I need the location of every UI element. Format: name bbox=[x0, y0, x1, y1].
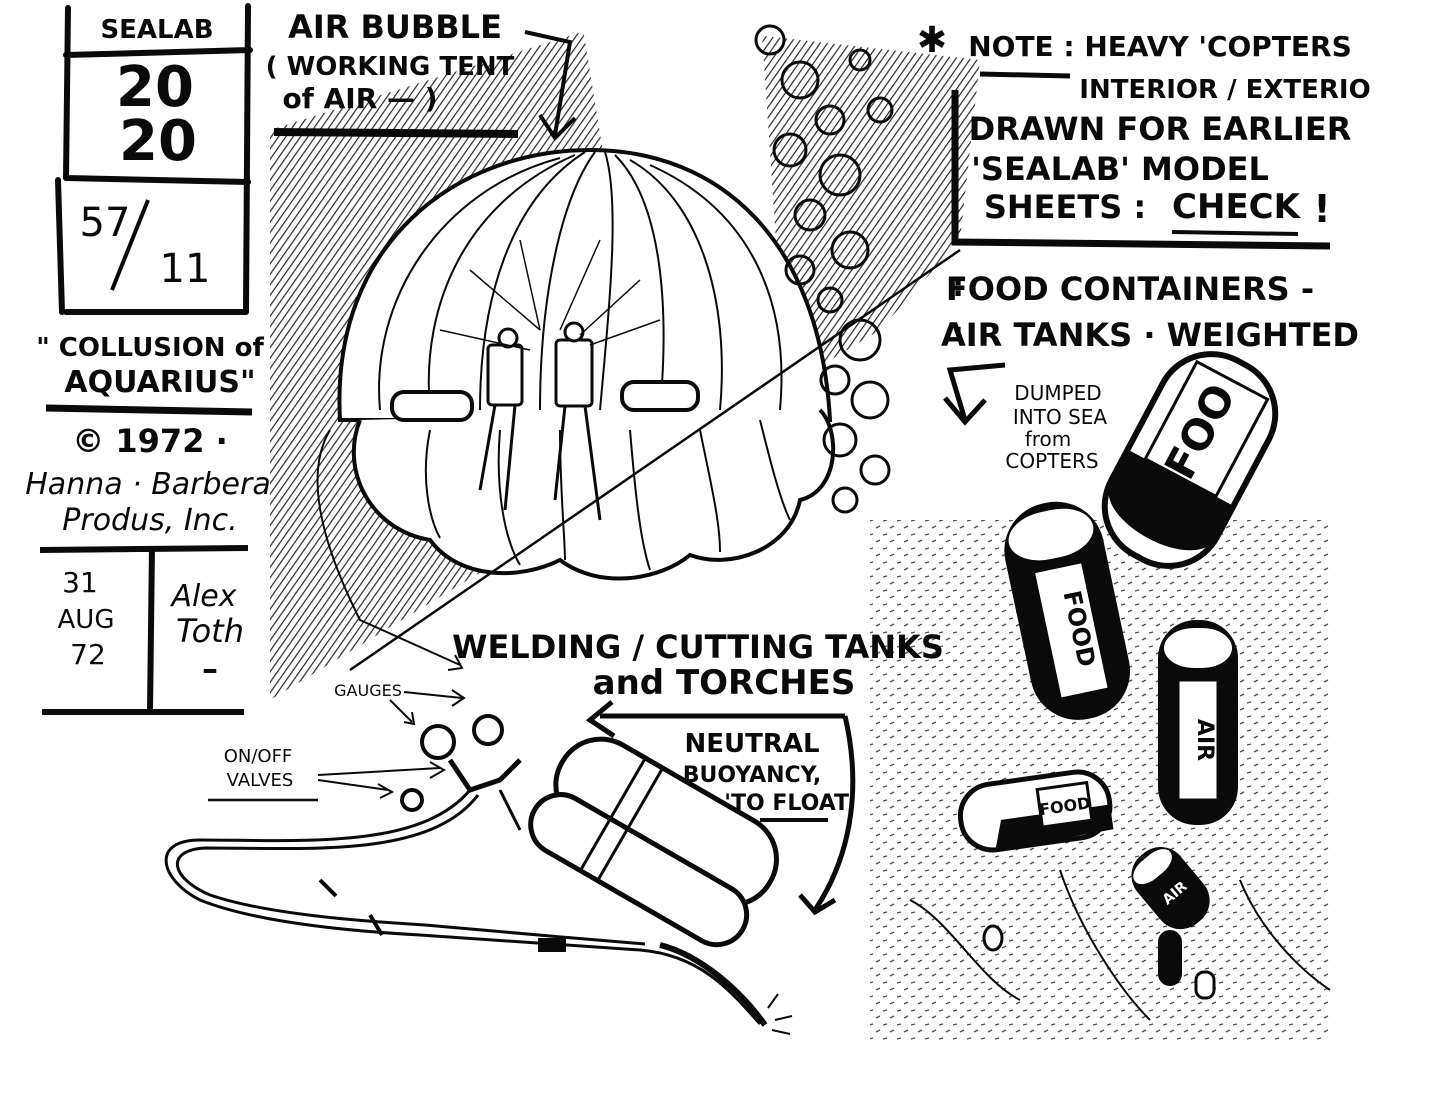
leader-line bbox=[316, 429, 464, 671]
svg-text:from: from bbox=[1025, 427, 1072, 451]
tent-tank-left bbox=[390, 390, 474, 422]
svg-text:of AIR — ): of AIR — ) bbox=[282, 82, 437, 115]
neutral-buoyancy-label: NEUTRAL BUOYANCY, 'TO FLOAT' bbox=[585, 700, 856, 916]
title-box: SEALAB 20 20 57 11 bbox=[55, 3, 253, 315]
svg-text:CHECK: CHECK bbox=[1172, 187, 1302, 227]
valves-label: ON/OFF VALVES bbox=[208, 746, 447, 802]
artist-last-name: Toth bbox=[176, 612, 244, 650]
svg-text:AIR BUBBLE: AIR BUBBLE bbox=[288, 8, 502, 46]
svg-text:AQUARIUS": AQUARIUS" bbox=[64, 365, 255, 400]
svg-text:AIR TANKS · WEIGHTED: AIR TANKS · WEIGHTED bbox=[941, 316, 1359, 354]
artist-dash: – bbox=[202, 650, 218, 688]
svg-text:BUOYANCY,: BUOYANCY, bbox=[683, 763, 822, 788]
show-title: SEALAB bbox=[100, 15, 213, 45]
food-containers-label: FOOD CONTAINERS - AIR TANKS · WEIGHTED :… bbox=[941, 269, 1359, 426]
air-bubble-tent bbox=[337, 147, 836, 581]
tent-tank-right bbox=[620, 380, 700, 412]
note-asterisk: ✱ bbox=[917, 20, 947, 61]
svg-text:NOTE : HEAVY 'COPTERS: NOTE : HEAVY 'COPTERS bbox=[968, 30, 1352, 63]
date-month: AUG bbox=[58, 605, 115, 635]
welding-label: WELDING / CUTTING TANKS and TORCHES bbox=[452, 628, 944, 703]
gauge-left bbox=[420, 724, 456, 760]
svg-text:'TO FLOAT': 'TO FLOAT' bbox=[724, 791, 856, 816]
canister-food-large: FOO bbox=[1101, 351, 1279, 569]
artist-first-name: Alex bbox=[169, 579, 236, 614]
svg-text:GAUGES: GAUGES bbox=[334, 681, 402, 700]
canister-air-upright: AIR bbox=[1158, 620, 1238, 825]
svg-text:( WORKING TENT: ( WORKING TENT bbox=[266, 52, 515, 82]
svg-text:WELDING / CUTTING TANKS: WELDING / CUTTING TANKS bbox=[452, 628, 944, 666]
copyright-notice: © 1972 · Hanna · Barbera Produs, Inc. bbox=[25, 422, 270, 538]
canister-food-small: FOOD bbox=[957, 769, 1114, 853]
svg-text:COPTERS: COPTERS bbox=[1005, 449, 1098, 473]
sheet-number-top: 57 bbox=[80, 200, 131, 246]
canister-food-upright: FOOD bbox=[1004, 501, 1131, 720]
svg-text:AIR: AIR bbox=[1192, 719, 1217, 761]
gauge-right bbox=[472, 714, 504, 746]
gauges-label: GAUGES bbox=[334, 681, 466, 726]
svg-text:DUMPED: DUMPED bbox=[1014, 381, 1101, 405]
svg-text:" COLLUSION of: " COLLUSION of bbox=[36, 333, 264, 363]
air-bubble-label: AIR BUBBLE ( WORKING TENT of AIR — ) bbox=[266, 8, 577, 142]
svg-text:·: · bbox=[952, 313, 963, 348]
svg-text:FOOD CONTAINERS -: FOOD CONTAINERS - bbox=[946, 270, 1314, 308]
canister-air-small: AIR bbox=[1131, 846, 1210, 930]
dumped-label: DUMPED INTO SEA from COPTERS bbox=[1005, 381, 1107, 473]
diagonal-divider bbox=[349, 248, 961, 672]
sheet-number-bottom: 11 bbox=[160, 246, 211, 292]
svg-text:Hanna · Barbera: Hanna · Barbera bbox=[25, 467, 270, 502]
svg-text:Produs, Inc.: Produs, Inc. bbox=[62, 503, 237, 538]
svg-text:© 1972 ·: © 1972 · bbox=[72, 422, 228, 460]
svg-text:'SEALAB' MODEL: 'SEALAB' MODEL bbox=[971, 150, 1269, 188]
svg-text:INTO SEA: INTO SEA bbox=[1013, 405, 1108, 429]
svg-text:and TORCHES: and TORCHES bbox=[593, 663, 856, 703]
episode-title: " COLLUSION of AQUARIUS" bbox=[36, 333, 264, 416]
welding-rig bbox=[164, 714, 793, 1035]
year-line-2: 20 bbox=[119, 109, 197, 174]
sheet-slash bbox=[110, 199, 150, 291]
svg-text:INTERIOR / EXTERIO: INTERIOR / EXTERIO bbox=[1079, 75, 1370, 105]
year-line-1: 20 bbox=[116, 55, 194, 120]
svg-text:DRAWN FOR EARLIER: DRAWN FOR EARLIER bbox=[969, 110, 1352, 148]
svg-text:!: ! bbox=[1313, 187, 1330, 231]
svg-text:NEUTRAL: NEUTRAL bbox=[684, 729, 819, 759]
rising-bubbles bbox=[754, 24, 894, 514]
production-note: ✱ NOTE : HEAVY 'COPTERS INTERIOR / EXTER… bbox=[917, 20, 1371, 250]
svg-text::: : bbox=[952, 269, 964, 304]
valve-knob bbox=[400, 788, 424, 812]
date-day: 31 bbox=[62, 566, 98, 599]
date-artist-box: 31 AUG 72 Alex Toth – bbox=[39, 545, 249, 715]
date-year: 72 bbox=[70, 638, 106, 671]
svg-text:VALVES: VALVES bbox=[227, 770, 294, 791]
svg-text:SHEETS :: SHEETS : bbox=[984, 188, 1146, 226]
divers bbox=[478, 321, 602, 521]
svg-text:ON/OFF: ON/OFF bbox=[224, 746, 293, 767]
tiny-canisters bbox=[909, 869, 1331, 1021]
